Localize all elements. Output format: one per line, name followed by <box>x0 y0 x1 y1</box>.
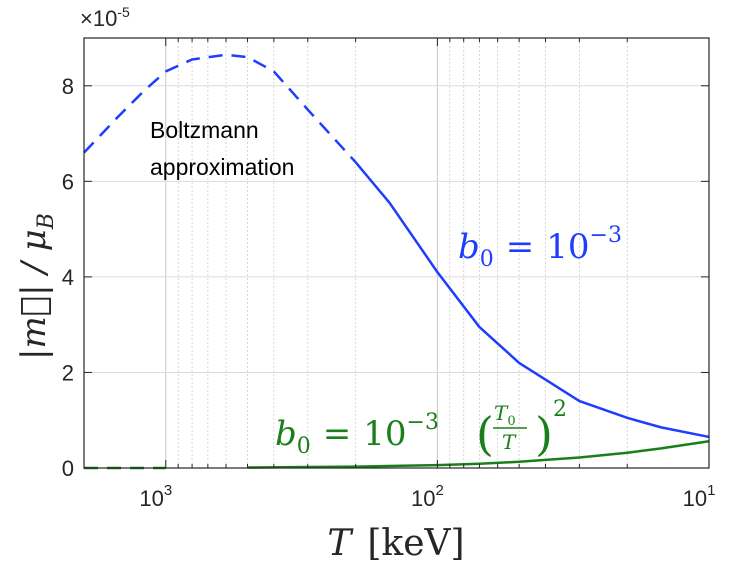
series-0-dashed-line <box>83 53 357 164</box>
ticks <box>83 38 710 469</box>
grid <box>83 38 710 469</box>
x-tick-label: 103 <box>139 482 172 511</box>
svg-text:b0=10−3: b0=10−3 <box>275 410 439 459</box>
series-1-solid-line <box>247 440 710 469</box>
y-multiplier-label: ×10-5 <box>80 4 130 31</box>
svg-text:(: ( <box>476 407 494 461</box>
svg-text:T0: T0 <box>494 401 516 429</box>
boltzmann-annotation-line-1: Boltzmann <box>150 117 259 143</box>
x-tick-label: 102 <box>411 482 444 511</box>
svg-text:2: 2 <box>553 397 567 422</box>
x-axis-label: T[keV] <box>327 523 464 564</box>
blue-series-label: b₀ = 10⁻³b0=10−3 <box>458 223 622 272</box>
y-tick-label: 2 <box>62 360 74 385</box>
series-0-solid-line <box>354 161 710 439</box>
y-axis-label: |m⃗| / μB <box>14 213 59 360</box>
boltzmann-annotation-line-2: approximation <box>150 154 294 180</box>
y-tick-label: 4 <box>62 265 74 290</box>
plot-frame <box>83 37 710 469</box>
y-tick-label: 0 <box>62 456 74 481</box>
y-tick-label: 6 <box>62 169 74 194</box>
labels: 0 2 4 6 8 ×10-5 103 102 101 Boltzmann approximatio… <box>14 4 715 564</box>
svg-text:T: T <box>502 430 517 454</box>
y-tick-label: 8 <box>62 74 74 99</box>
svg-text:): ) <box>535 407 553 461</box>
x-tick-label: 101 <box>683 482 716 511</box>
